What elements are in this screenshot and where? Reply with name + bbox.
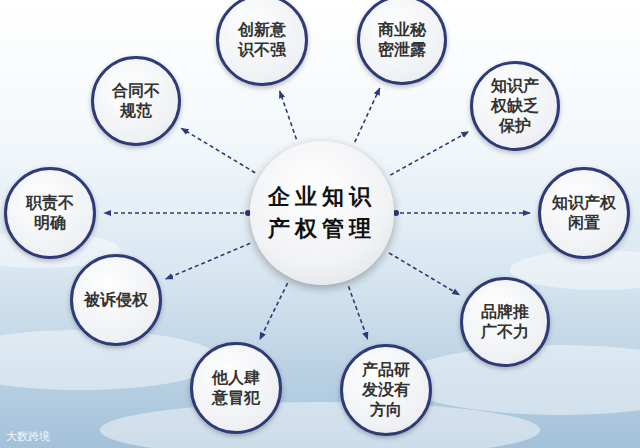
- issue-circle: 产品研发没有方向: [340, 344, 432, 436]
- dashed-arrow: [280, 91, 297, 139]
- watermark: 大数跨境: [6, 429, 50, 444]
- dashed-arrow: [389, 253, 459, 295]
- dashed-arrow: [349, 286, 368, 339]
- node-label: 职责不明确: [25, 193, 75, 233]
- issue-circle: 知识产权缺乏保护: [470, 61, 560, 151]
- node-label: 产品研发没有方向: [361, 360, 411, 420]
- node-label: 商业秘密泄露: [377, 20, 427, 60]
- node-label: 合同不规范: [111, 81, 161, 121]
- node-label: 他人肆意冒犯: [211, 368, 261, 408]
- issue-circle: 他人肆意冒犯: [190, 342, 282, 434]
- dashed-arrow: [166, 243, 250, 279]
- issue-circle: 品牌推广不力: [460, 277, 550, 367]
- dashed-arrow: [104, 212, 244, 214]
- node-label: 企业知识产权管理: [267, 181, 377, 245]
- issue-circle: 合同不规范: [91, 56, 181, 146]
- issue-circle: 商业秘密泄露: [357, 0, 447, 85]
- node-label: 创新意识不强: [237, 20, 287, 60]
- dashed-arrow: [260, 283, 288, 340]
- issue-circle: 被诉侵权: [70, 254, 162, 346]
- dashed-arrow: [400, 212, 530, 214]
- issue-circle: 创新意识不强: [216, 0, 308, 86]
- node-label: 品牌推广不力: [480, 302, 530, 342]
- dashed-arrow: [390, 132, 468, 175]
- dashed-arrow: [181, 128, 255, 172]
- node-label: 知识产权缺乏保护: [490, 76, 540, 136]
- issue-circle: 职责不明确: [4, 167, 96, 259]
- center-circle: 企业知识产权管理: [250, 141, 394, 285]
- node-label: 知识产权闲置: [551, 193, 617, 233]
- issue-circle: 知识产权闲置: [538, 167, 630, 259]
- node-label: 被诉侵权: [83, 290, 149, 310]
- dashed-arrow: [355, 88, 380, 142]
